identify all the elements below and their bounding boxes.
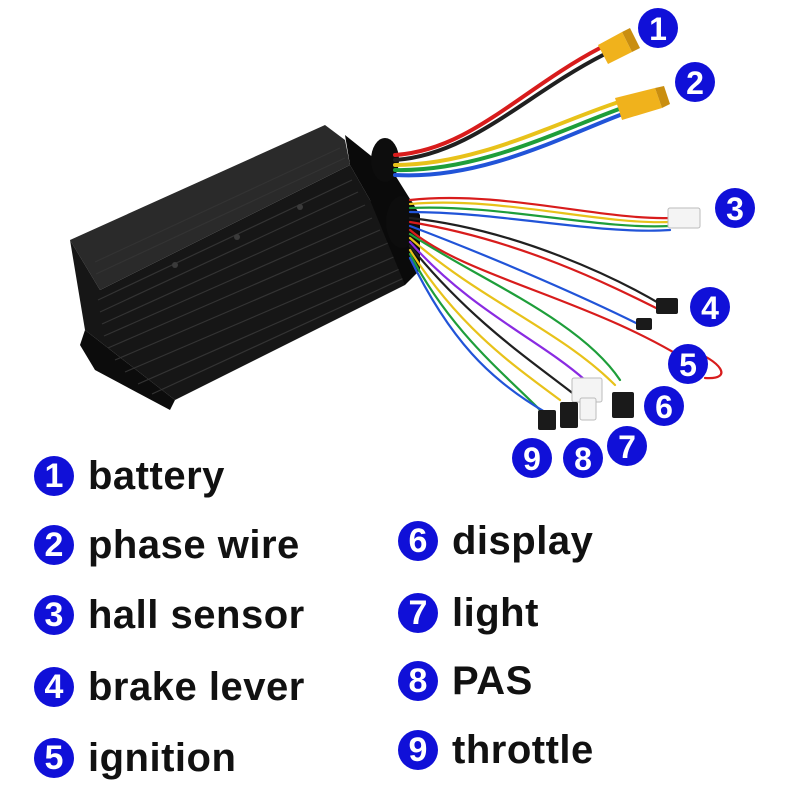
legend-item-ignition: 5 ignition — [34, 733, 236, 783]
signal-wires — [408, 196, 723, 414]
legend-label: hall sensor — [88, 592, 305, 637]
callout-badge-2: 2 — [675, 62, 715, 102]
legend-item-light: 7 light — [398, 588, 539, 638]
callout-badge-6: 6 — [644, 386, 684, 426]
battery-connector — [598, 28, 640, 64]
svg-text:5: 5 — [679, 347, 697, 383]
legend-label: brake lever — [88, 664, 305, 709]
callout-badge-9: 9 — [512, 438, 552, 478]
legend-label: phase wire — [88, 522, 300, 567]
legend-label: PAS — [452, 658, 533, 703]
number-badge-icon: 8 — [398, 661, 438, 701]
callout-badge-8: 8 — [563, 438, 603, 478]
power-wires — [393, 46, 627, 178]
legend-item-brake-lever: 4 brake lever — [34, 662, 305, 712]
number-badge-icon: 3 — [34, 595, 74, 635]
legend-item-phase-wire: 2 phase wire — [34, 520, 300, 570]
legend-item-pas: 8 PAS — [398, 656, 533, 706]
number-badge-icon: 1 — [34, 456, 74, 496]
legend-label: light — [452, 590, 539, 635]
callout-badges: 1 2 3 4 5 6 7 8 — [512, 8, 755, 478]
legend-label: throttle — [452, 727, 594, 772]
phase-connector — [615, 86, 670, 120]
legend-item-hall-sensor: 3 hall sensor — [34, 590, 305, 640]
svg-text:3: 3 — [726, 191, 744, 227]
number-badge-icon: 4 — [34, 667, 74, 707]
number-badge-icon: 7 — [398, 593, 438, 633]
callout-badge-5: 5 — [668, 344, 708, 384]
svg-text:1: 1 — [649, 11, 667, 47]
number-badge-icon: 9 — [398, 730, 438, 770]
callout-badge-4: 4 — [690, 287, 730, 327]
number-badge-icon: 2 — [34, 525, 74, 565]
svg-text:7: 7 — [618, 429, 636, 465]
legend-item-battery: 1 battery — [34, 451, 225, 501]
legend-item-throttle: 9 throttle — [398, 725, 594, 775]
small-connectors — [538, 207, 701, 430]
callout-badge-1: 1 — [638, 8, 678, 48]
svg-text:6: 6 — [655, 389, 673, 425]
svg-text:4: 4 — [701, 290, 719, 326]
callout-badge-7: 7 — [607, 426, 647, 466]
legend-label: display — [452, 518, 594, 563]
legend-label: ignition — [88, 735, 237, 780]
legend-item-display: 6 display — [398, 516, 593, 566]
number-badge-icon: 5 — [34, 738, 74, 778]
callout-badge-3: 3 — [715, 188, 755, 228]
svg-text:8: 8 — [574, 441, 592, 477]
controller-housing — [70, 125, 420, 410]
number-badge-icon: 6 — [398, 521, 438, 561]
svg-text:9: 9 — [523, 441, 541, 477]
svg-text:2: 2 — [686, 65, 704, 101]
legend-label: battery — [88, 453, 225, 498]
